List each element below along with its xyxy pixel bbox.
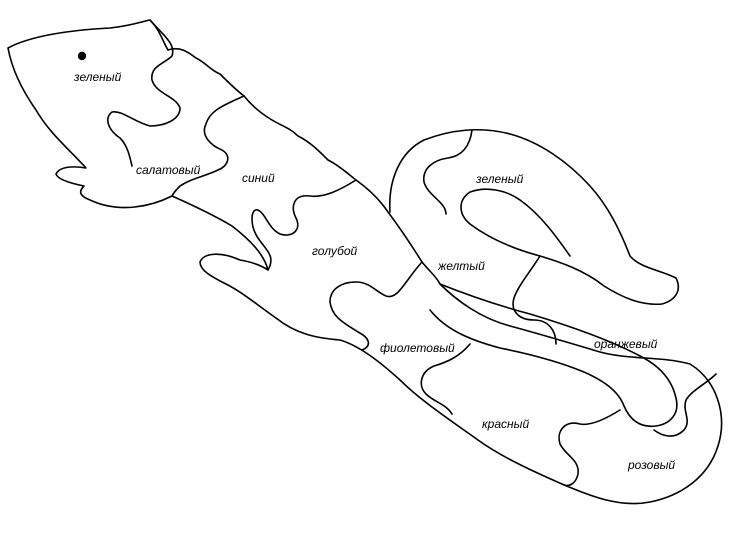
divider-7 bbox=[420, 343, 471, 415]
label-tail-curl: оранжевый bbox=[594, 337, 658, 351]
lizard-outline bbox=[7, 19, 723, 505]
lizard-eye bbox=[77, 51, 87, 61]
tail-inner bbox=[429, 283, 678, 428]
divider-4 bbox=[329, 261, 423, 351]
divider-2 bbox=[171, 95, 245, 197]
divider-1 bbox=[107, 19, 181, 167]
label-neck: салатовый bbox=[136, 163, 201, 177]
label-tail-mid: желтый bbox=[437, 259, 485, 273]
label-shoulder: синий bbox=[242, 171, 275, 185]
label-head: зеленый bbox=[73, 70, 122, 84]
divider-5 bbox=[423, 129, 473, 215]
label-tail-top: зеленый bbox=[475, 172, 524, 186]
divider-8 bbox=[653, 373, 717, 437]
divider-3 bbox=[251, 179, 357, 271]
label-lower: красный bbox=[482, 417, 529, 431]
label-body: голубой bbox=[312, 244, 358, 258]
tail-loop bbox=[389, 128, 680, 306]
divider-9 bbox=[558, 409, 621, 487]
divider-6 bbox=[512, 255, 557, 345]
label-tail-end: розовый bbox=[627, 458, 675, 472]
label-belly: фиолетовый bbox=[380, 341, 455, 355]
